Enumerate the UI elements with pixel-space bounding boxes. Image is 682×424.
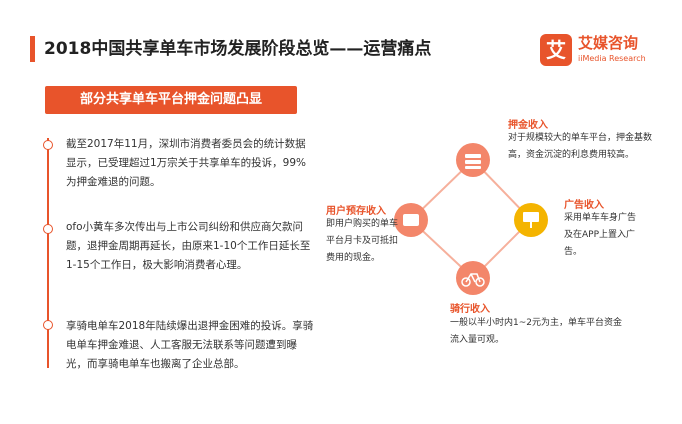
node-desc-ride: 一般以半小时内1~2元为主，单车平台资金流入量可观。 xyxy=(450,318,622,345)
title-accent-bar xyxy=(30,36,35,62)
paragraph-3: 享骑电单车2018年陆续爆出退押金困难的投诉。享骑电单车押金难退、人工客服无法联… xyxy=(66,320,314,370)
node-label-ads: 广告收入 xyxy=(564,200,604,211)
revenue-diagram: 押金收入 对于规模较大的单车平台，押金基数高，资金沉淀的利息费用较高。 广告收入… xyxy=(320,110,682,410)
node-desc-ads: 采用单车车身广告及在APP上置入广告。 xyxy=(564,213,637,257)
node-desc-prepaid: 即用户购买的单车平台月卡及可抵扣费用的现金。 xyxy=(326,219,399,263)
page-title: 2018中国共享单车市场发展阶段总览——运营痛点 xyxy=(44,39,432,59)
node-label-prepaid: 用户预存收入 xyxy=(326,206,386,217)
billboard-icon xyxy=(523,212,539,228)
logo-chinese-name: 艾媒咨询 xyxy=(578,34,639,52)
brand-logo: 艾 艾媒咨询 iiMedia Research xyxy=(540,34,668,68)
node-prepaid xyxy=(394,203,428,237)
timeline-line xyxy=(47,138,49,368)
node-ride xyxy=(456,261,490,295)
node-label-ride: 骑行收入 xyxy=(450,304,490,315)
bike-icon xyxy=(461,273,485,287)
timeline-dot-2 xyxy=(43,224,53,234)
node-ads xyxy=(514,203,548,237)
section-heading-button: 部分共享单车平台押金问题凸显 xyxy=(45,86,297,114)
wallet-icon xyxy=(403,214,419,226)
logo-mark-icon: 艾 xyxy=(540,34,572,66)
paragraph-2: ofo小黄车多次传出与上市公司纠纷和供应商欠款问题，退押金周期再延长，由原来1-… xyxy=(66,221,311,271)
diamond-connector xyxy=(409,158,533,280)
node-deposit xyxy=(456,143,490,177)
money-stack-icon xyxy=(465,154,481,169)
timeline-dot-3 xyxy=(43,320,53,330)
logo-english-name: iiMedia Research xyxy=(578,54,646,63)
node-label-deposit: 押金收入 xyxy=(508,120,548,131)
paragraph-1: 截至2017年11月，深圳市消费者委员会的统计数据显示，已受理超过1万宗关于共享… xyxy=(66,138,307,188)
timeline-dot-1 xyxy=(43,140,53,150)
node-desc-deposit: 对于规模较大的单车平台，押金基数高，资金沉淀的利息费用较高。 xyxy=(508,133,653,160)
diagram-svg xyxy=(394,143,548,295)
